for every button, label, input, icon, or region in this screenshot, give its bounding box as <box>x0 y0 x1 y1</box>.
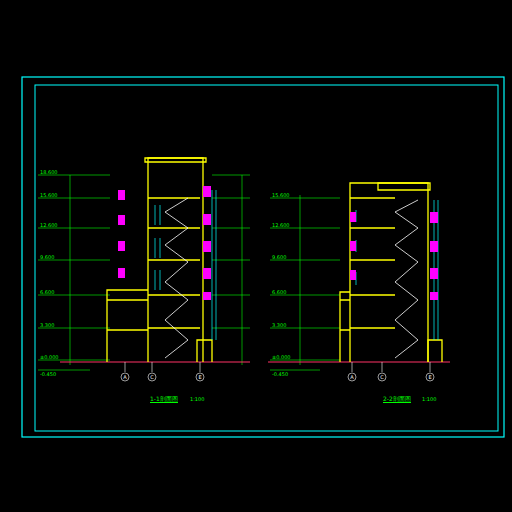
elevation-label: 3.300 <box>272 323 286 328</box>
elevation-label: ±0.000 <box>272 355 291 360</box>
elevation-label: 1:100 <box>190 397 204 402</box>
axis-label: A <box>350 375 353 380</box>
elevation-label: 6.600 <box>272 290 286 295</box>
elevation-label: 15.600 <box>272 193 290 198</box>
elevation-label: 9.600 <box>40 255 54 260</box>
elevation-label: 9.600 <box>272 255 286 260</box>
axis-label: E <box>198 375 201 380</box>
elevation-label: 15.600 <box>40 193 58 198</box>
elevation-label: ±0.000 <box>40 355 59 360</box>
section-caption: 2-2剖面图 <box>383 396 411 403</box>
elevation-label: 3.300 <box>40 323 54 328</box>
elevation-label: 6.600 <box>40 290 54 295</box>
elevation-label: 18.600 <box>40 170 58 175</box>
elevation-label: -0.450 <box>272 372 288 377</box>
section-caption: 1-1剖面图 <box>150 396 178 403</box>
axis-label: A <box>123 375 126 380</box>
axis-label: E <box>428 375 431 380</box>
axis-label: C <box>150 375 154 380</box>
elevation-label: 12.600 <box>272 223 290 228</box>
elevation-label: 1:100 <box>422 397 436 402</box>
elevation-label: -0.450 <box>40 372 56 377</box>
axis-label: C <box>380 375 384 380</box>
elevation-label: 12.600 <box>40 223 58 228</box>
